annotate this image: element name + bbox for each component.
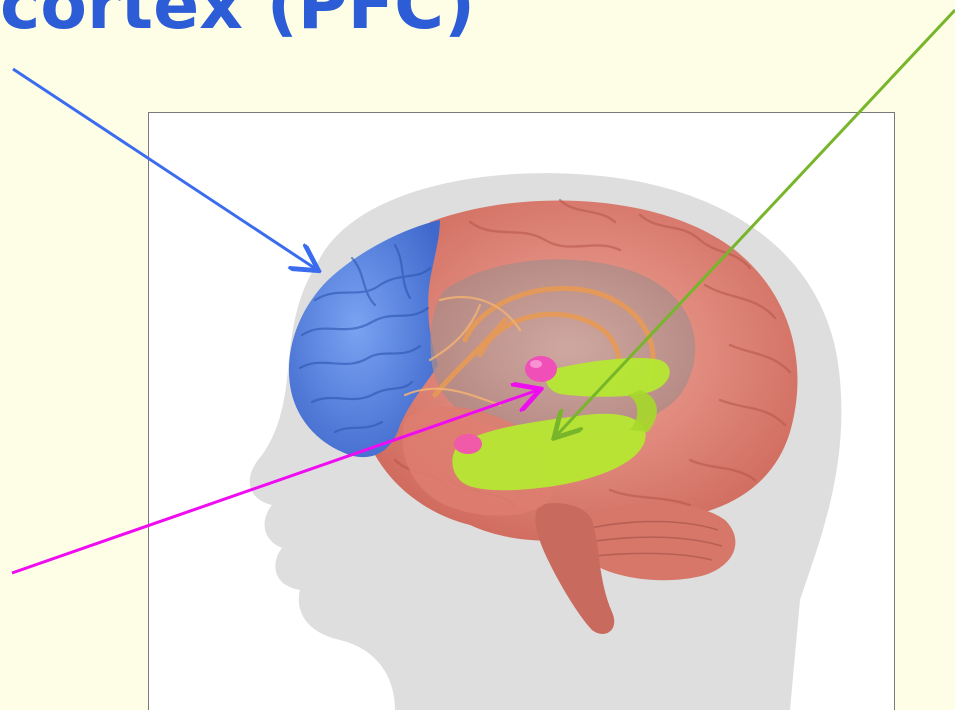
amygdala-highlight <box>530 360 542 368</box>
brain-illustration <box>250 173 842 710</box>
pfc-pointer-arrow <box>13 69 316 269</box>
amygdala-lower <box>454 434 482 454</box>
amygdala-upper <box>525 356 557 382</box>
